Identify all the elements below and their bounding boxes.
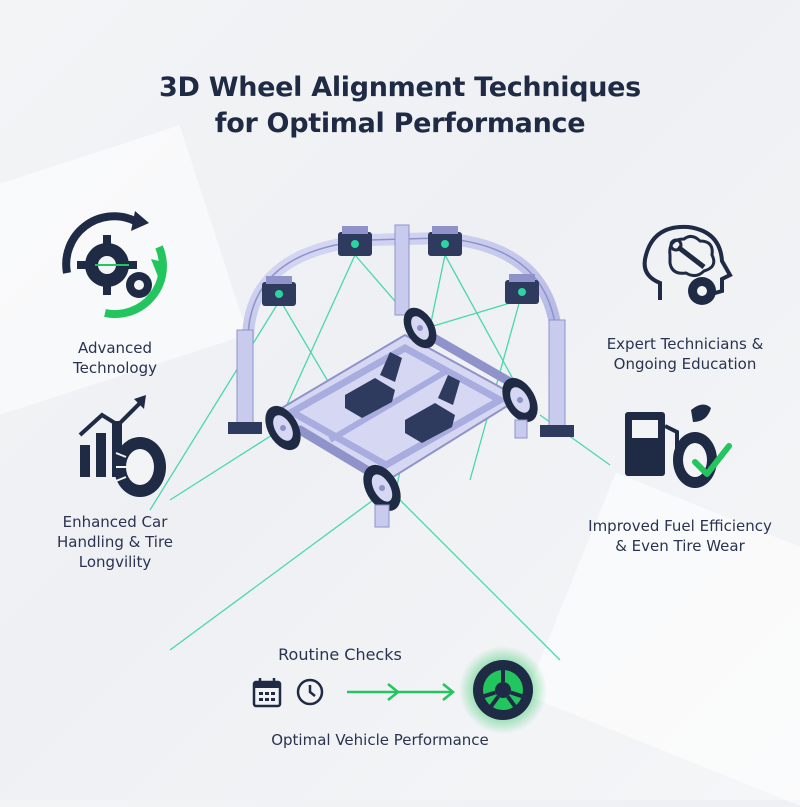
alignment-rig xyxy=(228,224,574,437)
camera-icon xyxy=(505,274,539,304)
laser-beam xyxy=(399,499,561,661)
feature-label-line: Ongoing Education xyxy=(613,355,757,373)
alignment-cameras xyxy=(262,226,539,306)
camera-icon xyxy=(262,276,296,306)
laser-beam xyxy=(169,429,281,501)
glowing-wheel-icon xyxy=(459,646,547,734)
routine-checks-label: Routine Checks xyxy=(278,645,402,664)
camera-icon xyxy=(338,226,372,256)
feature-label-line: Technology xyxy=(72,359,158,377)
calendar-icon xyxy=(252,678,282,708)
car-chassis xyxy=(268,325,522,484)
feature-label-advanced-technology: Advanced Technology xyxy=(40,338,190,378)
camera-icon xyxy=(428,226,462,256)
gear-cycle-icon xyxy=(62,211,167,319)
wheel-clamp xyxy=(374,504,390,528)
wheel-clamp xyxy=(514,419,528,439)
feature-label-enhanced-handling: Enhanced Car Handling & Tire Longvility xyxy=(30,512,200,572)
rig-base-left xyxy=(228,422,262,434)
wheel-icon xyxy=(403,307,437,349)
wheel-icon xyxy=(502,377,538,423)
feature-label-line: Expert Technicians & xyxy=(606,335,764,353)
feature-label-line: Advanced xyxy=(77,339,153,357)
feature-label-line: Improved Fuel Efficiency xyxy=(588,517,772,535)
feature-label-fuel-efficiency: Improved Fuel Efficiency & Even Tire Wea… xyxy=(570,516,790,556)
laser-beam xyxy=(279,254,356,421)
wheel-icon xyxy=(363,464,401,512)
fuel-pump-tire-check-icon xyxy=(625,404,732,488)
feature-label-line: Longvility xyxy=(78,553,152,571)
rig-post-center xyxy=(394,224,410,316)
growth-chart-tire-icon xyxy=(78,395,166,497)
laser-beam xyxy=(169,494,381,651)
wheel-icon xyxy=(265,405,301,451)
feature-label-line: Enhanced Car xyxy=(62,513,168,531)
car-wheels xyxy=(265,307,538,528)
arrow-right-icon xyxy=(347,683,456,701)
title-line-2: for Optimal Performance xyxy=(214,108,586,140)
feature-label-expert-technicians: Expert Technicians & Ongoing Education xyxy=(590,334,780,374)
head-brain-wrench-icon xyxy=(642,224,733,305)
feature-label-line: Handling & Tire xyxy=(56,533,174,551)
optimal-performance-label: Optimal Vehicle Performance xyxy=(271,731,489,749)
laser-beam xyxy=(419,299,521,331)
rig-post-right xyxy=(548,319,566,431)
title-line-1: 3D Wheel Alignment Techniques xyxy=(159,72,641,104)
clock-icon xyxy=(296,678,324,706)
laser-beam xyxy=(149,299,281,511)
page-title: 3D Wheel Alignment Techniques for Optima… xyxy=(0,70,800,142)
feature-label-line: & Even Tire Wear xyxy=(615,537,745,555)
rig-post-left xyxy=(236,329,254,431)
rig-base-right xyxy=(540,425,574,437)
